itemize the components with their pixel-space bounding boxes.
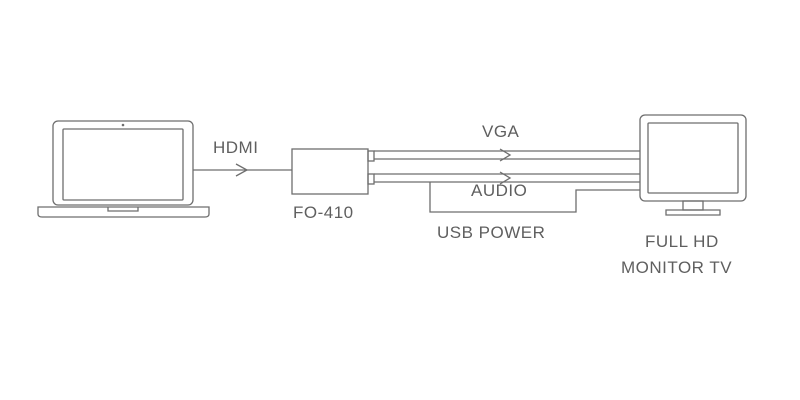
converter-port-bottom xyxy=(367,173,375,185)
audio-label: AUDIO xyxy=(471,181,528,200)
converter-port-top xyxy=(367,150,375,162)
laptop-icon xyxy=(37,120,210,218)
vga-cable xyxy=(374,148,640,162)
monitor-icon xyxy=(639,114,747,216)
fo-410-converter xyxy=(291,148,369,195)
hdmi-cable xyxy=(193,163,292,177)
usb-power-cable xyxy=(429,182,640,213)
vga-label: VGA xyxy=(482,122,520,141)
monitor-label-line-1: FULL HD xyxy=(645,232,719,251)
monitor-label-line-2: MONITOR TV xyxy=(621,258,733,277)
hdmi-label: HDMI xyxy=(213,138,259,157)
converter-label: FO-410 xyxy=(293,203,354,222)
usb-power-label: USB POWER xyxy=(437,223,546,242)
audio-cable xyxy=(374,171,640,185)
